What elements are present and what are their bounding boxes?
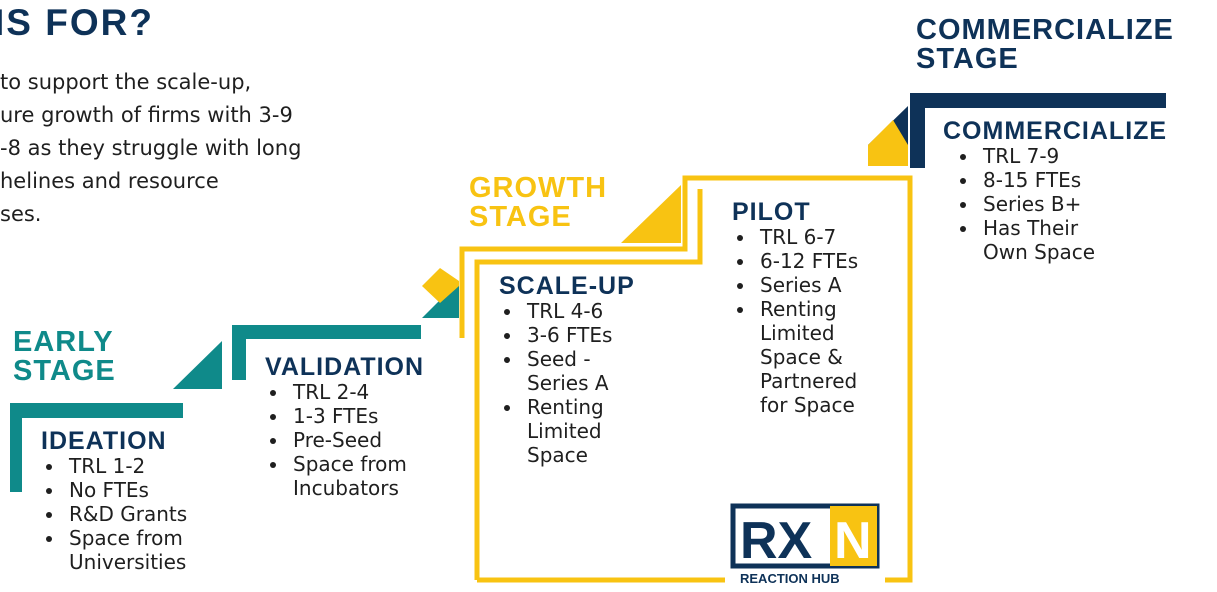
list-item: TRL 1-2: [65, 454, 241, 478]
intro-line: ure growth of firms with 3-9: [0, 103, 293, 127]
growth-triangle: [621, 185, 681, 243]
intro-paragraph: to support the scale-up, ure growth of f…: [0, 66, 420, 231]
list-item: Space from Universities: [65, 526, 189, 574]
list-item: TRL 4-6: [523, 299, 679, 323]
step-title: PILOT: [732, 198, 811, 226]
list-item: Series A: [756, 273, 902, 297]
list-item: TRL 7-9: [979, 144, 1213, 168]
step-title: IDEATION: [41, 427, 167, 455]
list-item: Seed - Series A: [523, 347, 627, 395]
logo-caption: REACTION HUB: [738, 571, 842, 586]
list-item: Pre-Seed: [289, 428, 465, 452]
stage-label-growth: GROWTH STAGE: [469, 172, 608, 233]
reaction-hub-logo: RX N REACTION HUB: [730, 503, 880, 589]
list-item: 8-15 FTEs: [979, 168, 1213, 192]
rxn-logo-mark: RX N: [730, 503, 880, 570]
list-item: Renting Limited Space & Partnered for Sp…: [756, 297, 875, 417]
scaleup-frame: [459, 175, 913, 583]
svg-text:N: N: [834, 512, 872, 570]
list-item: TRL 6-7: [756, 225, 902, 249]
commercialize-bracket: [910, 93, 1166, 168]
intro-line: ses.: [0, 202, 42, 226]
page-title: IS FOR?: [0, 2, 154, 43]
svg-text:RX: RX: [740, 512, 813, 570]
validation-bracket: [232, 325, 421, 380]
step-validation: VALIDATION TRL 2-4 1-3 FTEs Pre-Seed Spa…: [265, 353, 465, 500]
early-stage-bracket: [10, 403, 183, 492]
early-stage-triangle: [173, 341, 222, 389]
list-item: 3-6 FTEs: [523, 323, 679, 347]
list-item: Renting Limited Space: [523, 395, 617, 467]
commercialize-gold-wedge: [868, 120, 908, 166]
step-scale-up: SCALE-UP TRL 4-6 3-6 FTEs Seed - Series …: [499, 272, 679, 467]
list-item: 6-12 FTEs: [756, 249, 902, 273]
validation-gold-wedge: [422, 268, 459, 303]
scaleup-inner-frame: [474, 189, 703, 580]
step-commercialize: COMMERCIALIZE TRL 7-9 8-15 FTEs Series B…: [943, 117, 1213, 264]
list-item: 1-3 FTEs: [289, 404, 465, 428]
list-item: Space from Incubators: [289, 452, 423, 500]
step-title: VALIDATION: [265, 353, 425, 381]
list-item: TRL 2-4: [289, 380, 465, 404]
intro-line: helines and resource: [0, 169, 219, 193]
list-item: Has Their Own Space: [979, 216, 1123, 264]
step-pilot: PILOT TRL 6-7 6-12 FTEs Series A Renting…: [732, 198, 902, 417]
stage-label-commercialize: COMMERCIALIZE STAGE: [916, 14, 1174, 75]
list-item: R&D Grants: [65, 502, 241, 526]
list-item: No FTEs: [65, 478, 241, 502]
step-ideation: IDEATION TRL 1-2 No FTEs R&D Grants Spac…: [41, 427, 241, 574]
intro-line: -8 as they struggle with long: [0, 136, 302, 160]
step-title: COMMERCIALIZE: [943, 117, 1168, 145]
intro-line: to support the scale-up,: [0, 70, 252, 94]
stage-label-early: EARLY STAGE: [13, 326, 116, 387]
list-item: Series B+: [979, 192, 1213, 216]
step-title: SCALE-UP: [499, 272, 635, 300]
